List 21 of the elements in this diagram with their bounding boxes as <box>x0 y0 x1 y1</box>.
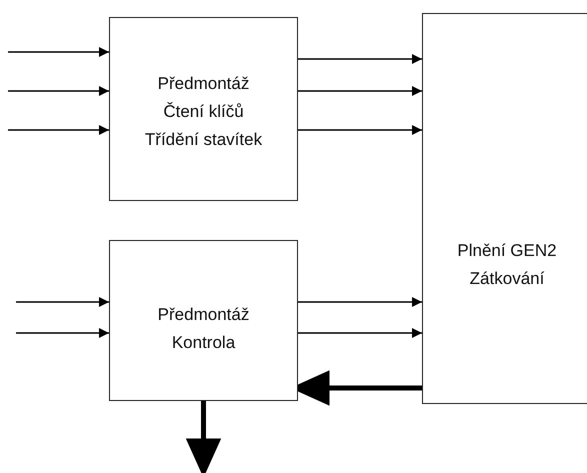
arrow <box>298 125 422 135</box>
arrow <box>16 328 109 338</box>
process-label: Zátkování <box>470 269 544 289</box>
arrow <box>186 401 221 473</box>
process-box <box>109 240 298 401</box>
process-label: Kontrola <box>172 333 236 353</box>
process-label: Třídění stavítek <box>144 130 262 150</box>
process-box <box>109 17 298 201</box>
process-label: Předmontáž <box>158 305 250 325</box>
arrow <box>298 86 422 96</box>
process-label: Čtení klíčů <box>163 102 244 122</box>
process-box <box>422 13 587 404</box>
process-label: Plnění GEN2 <box>457 241 557 261</box>
arrow <box>16 297 109 307</box>
arrow <box>8 125 109 135</box>
arrow <box>298 54 422 64</box>
arrow <box>8 86 109 96</box>
arrow <box>298 328 422 338</box>
arrow <box>298 297 422 307</box>
arrow <box>8 47 109 57</box>
process-label: Předmontáž <box>158 74 250 94</box>
